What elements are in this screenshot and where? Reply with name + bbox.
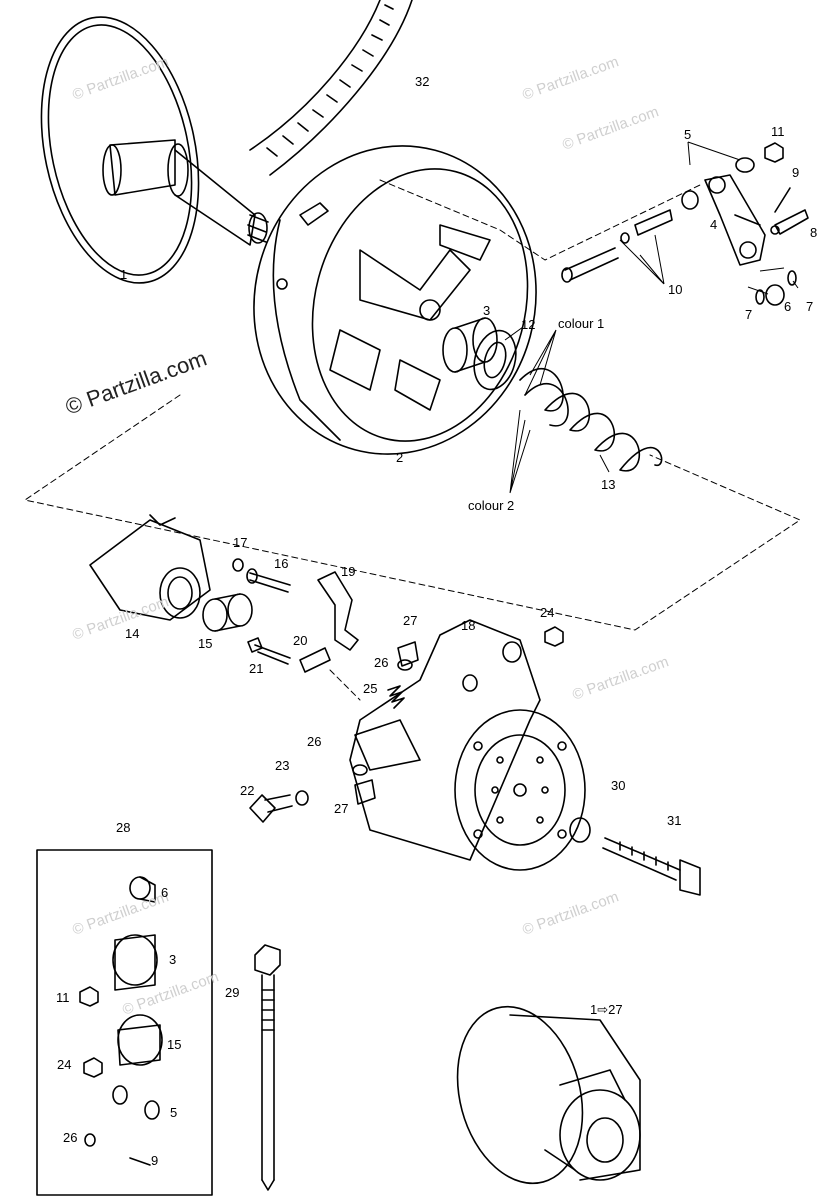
spring[interactable] <box>519 367 663 472</box>
callout-26[interactable]: 26 <box>307 734 322 749</box>
o-ring-lower[interactable] <box>352 764 368 776</box>
kit-callout-11[interactable]: 11 <box>56 990 70 1005</box>
flyweight[interactable] <box>317 571 359 651</box>
callout-16[interactable]: 16 <box>274 556 289 571</box>
assembled-drive-pulley[interactable] <box>439 993 641 1198</box>
o-ring-upper[interactable] <box>397 659 413 671</box>
washer-23[interactable] <box>295 790 309 806</box>
callout-colour-1[interactable]: colour 1 <box>558 316 605 331</box>
seal[interactable] <box>468 326 522 394</box>
callout-17[interactable]: 17 <box>233 535 248 550</box>
kit-callout-3[interactable]: 3 <box>169 952 177 967</box>
callout-31[interactable]: 31 <box>667 813 682 828</box>
callout-10[interactable]: 10 <box>668 282 683 297</box>
kit-callout-15[interactable]: 15 <box>167 1037 182 1052</box>
callout-20[interactable]: 20 <box>293 633 308 648</box>
sliding-sheave[interactable] <box>220 114 571 486</box>
washer-17[interactable] <box>232 558 244 572</box>
nut-top[interactable] <box>764 142 784 163</box>
callout-25[interactable]: 25 <box>363 681 378 696</box>
callout-26[interactable]: 26 <box>374 655 389 670</box>
kit-callout-26[interactable]: 26 <box>63 1130 78 1145</box>
kit-callout-6[interactable]: 6 <box>161 885 169 900</box>
screw-21[interactable] <box>247 637 291 665</box>
kit-callout-24[interactable]: 24 <box>57 1057 72 1072</box>
callout-29[interactable]: 29 <box>225 985 240 1000</box>
callout-28[interactable]: 28 <box>116 820 131 835</box>
nut-24[interactable] <box>544 626 564 647</box>
screw-16[interactable] <box>246 568 291 593</box>
callout-18[interactable]: 18 <box>461 618 476 633</box>
repair-kit-box[interactable] <box>36 849 213 1196</box>
screw-22[interactable] <box>249 794 293 823</box>
callout-1[interactable]: 1 <box>120 267 128 282</box>
callout-32[interactable]: 32 <box>415 74 430 89</box>
fixed-sheave[interactable] <box>19 2 269 297</box>
cam-housing[interactable] <box>89 514 211 621</box>
callout-12[interactable]: 12 <box>521 317 536 332</box>
pin[interactable] <box>770 209 809 235</box>
callout-11[interactable]: 11 <box>771 124 785 139</box>
callout-7[interactable]: 7 <box>745 307 753 322</box>
roller-top[interactable] <box>681 157 755 210</box>
kit-callout-5[interactable]: 5 <box>170 1105 178 1120</box>
bushing-27-lower[interactable] <box>354 779 376 805</box>
roller-bottom[interactable] <box>755 270 797 306</box>
callout-27[interactable]: 27 <box>403 613 418 628</box>
callout-7[interactable]: 7 <box>806 299 814 314</box>
governor-cup[interactable] <box>349 619 586 871</box>
callout-13[interactable]: 13 <box>601 477 616 492</box>
washer-30[interactable] <box>569 817 591 843</box>
callout-15[interactable]: 15 <box>198 636 213 651</box>
callout-30[interactable]: 30 <box>611 778 626 793</box>
callout-colour-2[interactable]: colour 2 <box>468 498 515 513</box>
roller-pin[interactable] <box>299 647 331 673</box>
small-spring[interactable] <box>387 685 405 709</box>
callout-27[interactable]: 27 <box>334 801 349 816</box>
kit-callout-9[interactable]: 9 <box>151 1153 159 1168</box>
callout-4[interactable]: 4 <box>710 217 718 232</box>
callout-5[interactable]: 5 <box>684 127 692 142</box>
cotter-pin[interactable] <box>774 187 791 213</box>
long-bolt[interactable] <box>254 944 281 1191</box>
callout-19[interactable]: 19 <box>341 564 356 579</box>
callout-23[interactable]: 23 <box>275 758 290 773</box>
callout-2[interactable]: 2 <box>396 450 404 465</box>
callout-14[interactable]: 14 <box>125 626 140 641</box>
callout-8[interactable]: 8 <box>810 225 818 240</box>
lever-arm[interactable] <box>704 174 766 266</box>
callout-6[interactable]: 6 <box>784 299 792 314</box>
bolt-and-spacer[interactable] <box>561 209 673 283</box>
callout-21[interactable]: 21 <box>249 661 264 676</box>
drive-belt[interactable] <box>249 0 413 176</box>
cam-bushing[interactable] <box>202 593 253 632</box>
assembly-guide-lines <box>24 179 801 701</box>
callout-22[interactable]: 22 <box>240 783 255 798</box>
callout-24[interactable]: 24 <box>540 605 555 620</box>
callout-3[interactable]: 3 <box>483 303 491 318</box>
callout-9[interactable]: 9 <box>792 165 800 180</box>
bushing-27-upper[interactable] <box>397 641 419 667</box>
bolt-31[interactable] <box>602 837 701 896</box>
callout-assembly-1-to-27[interactable]: 1⇨27 <box>590 1002 623 1017</box>
